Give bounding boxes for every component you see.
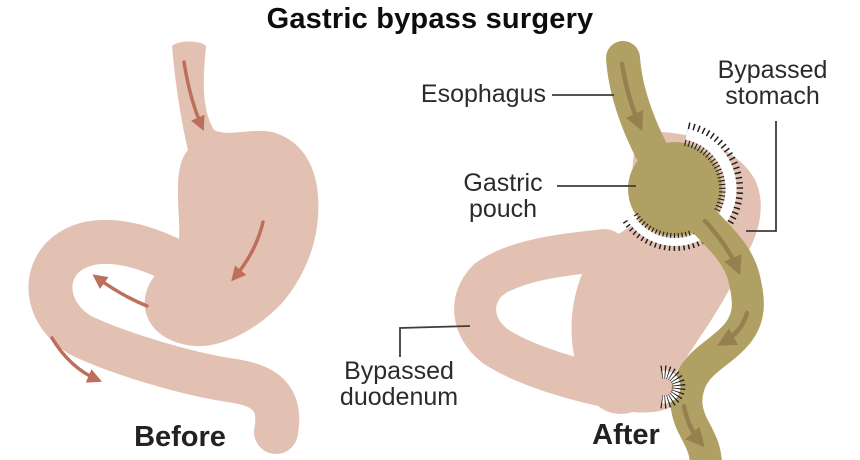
before-flow-arrow-esophagus <box>182 60 205 132</box>
after-flow-arrow-esophagus <box>619 61 644 132</box>
before-flow-arrow-duodenum <box>50 336 103 383</box>
after-duodenal-loop-gap <box>500 290 530 320</box>
before-flow-arrow-body <box>231 220 265 282</box>
esophagus-label: Esophagus <box>420 80 546 108</box>
after-flow-arrow-limb-lower <box>681 403 705 448</box>
staple-line-bottom-gap <box>625 213 702 246</box>
after-flow-arrow-limb-middle <box>717 310 750 346</box>
diagram-title: Gastric bypass surgery <box>266 3 594 35</box>
before-duodenum-shape <box>28 219 300 454</box>
bypassed-duodenum-pointer-line <box>399 325 471 357</box>
bypassed-stomach-pointer-line <box>746 121 777 232</box>
before-stomach-shape <box>144 41 319 347</box>
gastric-pouch-label: Gastric pouch <box>463 169 543 223</box>
before-stomach-group <box>28 41 319 454</box>
after-caption: After <box>592 419 660 451</box>
esophagus-shape <box>606 41 668 167</box>
bypassed-duodenum-label: Bypassed duodenum <box>339 357 459 411</box>
after-bypassed-duodenum-shape <box>454 229 683 413</box>
before-caption: Before <box>134 421 226 453</box>
anastomosis-stitches-ticks <box>660 365 686 409</box>
before-duodenal-loop-gap <box>76 273 110 307</box>
before-flow-arrow-antrum <box>92 274 149 308</box>
after-flow-arrow-limb-upper <box>702 218 742 276</box>
label-pointer-lines <box>399 94 777 357</box>
after-stomach-group <box>454 41 764 460</box>
bypassed-stomach-label: Bypassed stomach <box>717 56 828 110</box>
